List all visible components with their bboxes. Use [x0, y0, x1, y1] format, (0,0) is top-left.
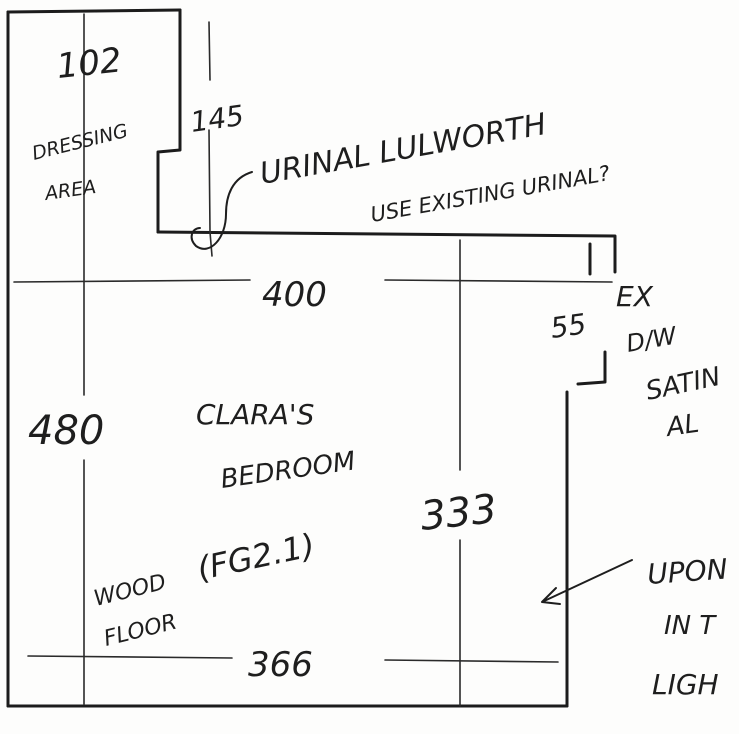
dim-label-55: 55 [548, 307, 588, 345]
walls [6, 8, 617, 708]
dim-line-366-right [384, 659, 559, 663]
right-note-line1: UPON [646, 552, 729, 591]
dressing-area-label-line2: AREA [42, 176, 98, 205]
room-name-line1: CLARA'S [196, 398, 314, 431]
dim-label-102: 102 [55, 40, 124, 87]
urinal-note-line2: USE EXISTING URINAL? [369, 161, 612, 227]
dim-line-145 [208, 21, 213, 257]
ex-label-line1: EX [616, 280, 654, 313]
floor-label-line2: FLOOR [101, 610, 179, 652]
dressing-area-top-wall [6, 8, 182, 14]
ex-label-line2: D/W [624, 321, 680, 358]
dim-line-400-right [384, 279, 613, 283]
leader-hook [190, 171, 253, 250]
room-name-line2: BEDROOM [219, 446, 358, 495]
room-reference: (FG2.1) [194, 526, 318, 588]
satin-label-line1: SATIN [643, 362, 723, 407]
dressing-area-right-wall [156, 8, 182, 234]
arrow-to-right-wall [541, 559, 633, 605]
satin-label-line2: AL [663, 409, 701, 443]
dim-label-333: 333 [418, 486, 499, 540]
dim-label-480: 480 [28, 408, 104, 454]
dim-line-366-left [27, 655, 233, 659]
floor-label-line1: WOOD [91, 570, 168, 612]
dressing-area-label-line1: DRESSING [30, 120, 130, 165]
right-note-line3: LIGH [652, 668, 719, 701]
bedroom-top-wall [156, 230, 617, 274]
door-jamb-lower [576, 350, 607, 386]
dimension-lines [13, 13, 613, 707]
right-note-line2: IN T [664, 611, 717, 641]
dim-label-145: 145 [188, 99, 246, 139]
dim-label-400: 400 [262, 275, 327, 315]
dim-label-366: 366 [248, 645, 313, 685]
dim-line-400-left [13, 279, 251, 283]
